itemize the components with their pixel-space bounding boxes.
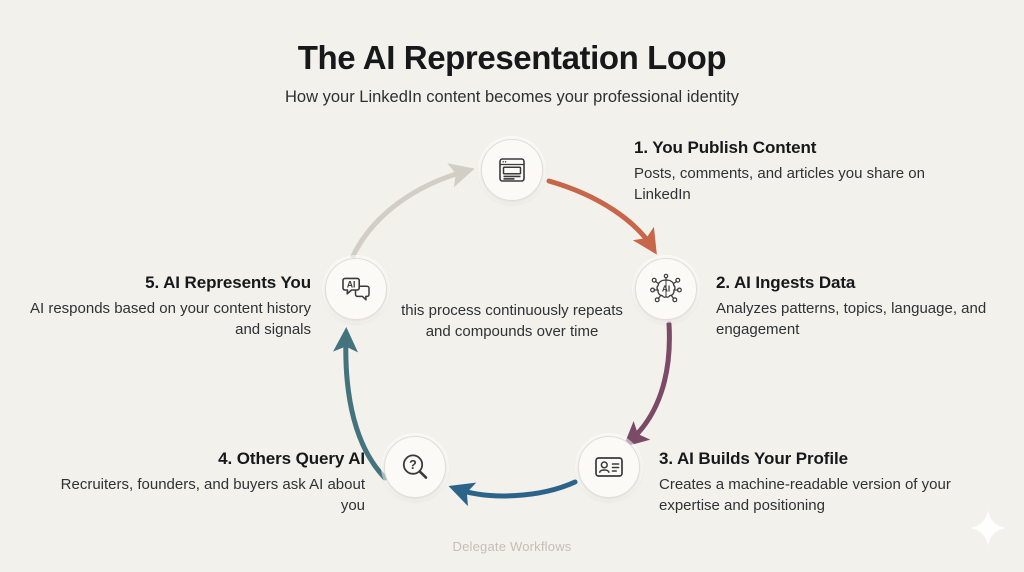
step-label-5: 5. AI Represents You AI responds based o… [20, 271, 311, 340]
step-2-title: 2. AI Ingests Data [716, 273, 856, 292]
arrow-profile-to-query [448, 479, 578, 507]
sparkle-icon [970, 510, 1006, 546]
footer-watermark: Delegate Workflows [452, 539, 572, 554]
article-window-icon [497, 155, 527, 185]
node-ai-ingests-data[interactable]: AI [635, 258, 697, 320]
node-others-query-ai[interactable]: ? [384, 436, 446, 498]
step-1-description: Posts, comments, and articles you share … [634, 165, 925, 203]
step-label-2: 2. AI Ingests Data Analyzes patterns, to… [716, 271, 1016, 340]
step-label-4: 4. Others Query AI Recruiters, founders,… [55, 447, 365, 516]
page-subtitle: How your LinkedIn content becomes your p… [285, 88, 739, 106]
center-caption: this process continuously repeats and co… [401, 302, 623, 340]
step-4-description: Recruiters, founders, and buyers ask AI … [60, 476, 365, 514]
step-label-1: 1. You Publish Content Posts, comments, … [634, 136, 934, 205]
header: The AI Representation Loop How your Link… [0, 38, 1024, 108]
step-5-title: 5. AI Represents You [145, 273, 311, 292]
node-ingest-label: AI [662, 283, 670, 293]
arrow-query-to-represent [332, 327, 388, 481]
node-ai-builds-your-profile[interactable] [578, 436, 640, 498]
ai-brain-network-icon: AI [650, 273, 682, 305]
step-label-3: 3. AI Builds Your Profile Creates a mach… [659, 447, 989, 516]
arrow-represent-to-publish [350, 163, 475, 259]
id-card-icon [593, 451, 625, 483]
step-2-description: Analyzes patterns, topics, language, and… [716, 300, 987, 338]
step-4-title: 4. Others Query AI [218, 449, 365, 468]
step-1-title: 1. You Publish Content [634, 138, 817, 157]
node-query-label: ? [409, 458, 417, 472]
step-3-description: Creates a machine-readable version of yo… [659, 476, 951, 514]
arrow-ingest-to-profile [623, 321, 672, 447]
page-title: The AI Representation Loop [297, 39, 727, 76]
arrow-publish-to-ingest [546, 178, 657, 255]
node-ai-represents-you[interactable]: AI [325, 258, 387, 320]
step-3-title: 3. AI Builds Your Profile [659, 449, 848, 468]
ai-chat-bubbles-icon: AI [340, 273, 372, 305]
node-you-publish-content[interactable] [481, 139, 543, 201]
magnifier-question-icon: ? [399, 451, 431, 483]
step-5-description: AI responds based on your content histor… [29, 300, 311, 338]
node-represent-label: AI [347, 279, 356, 289]
